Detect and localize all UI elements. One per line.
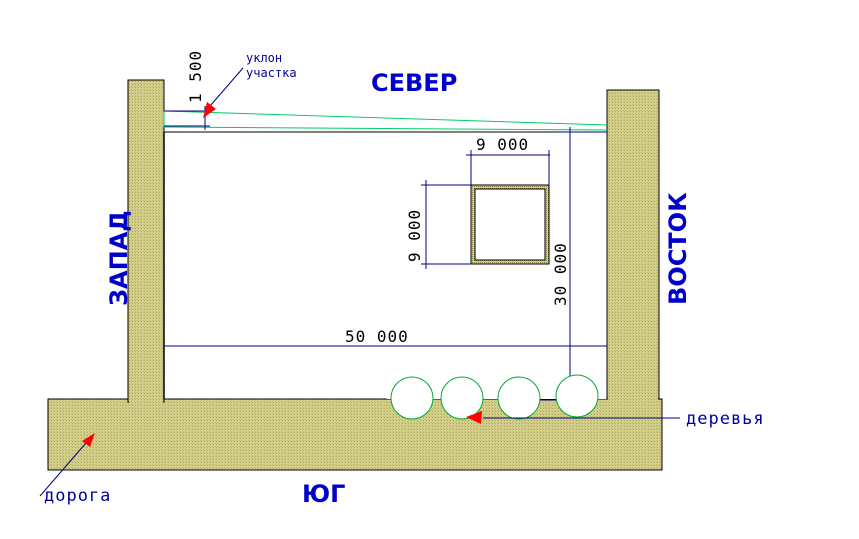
plot-depth-label: 30 000	[551, 242, 570, 306]
house-width-dimension	[466, 150, 550, 185]
house-width-label: 9 000	[476, 135, 529, 154]
trees-arrow-icon	[466, 411, 482, 424]
tree	[390, 376, 434, 420]
plot-area	[164, 132, 607, 399]
plot-width-label: 50 000	[345, 327, 409, 346]
road-arrow-icon	[82, 433, 95, 447]
north-label: СЕВЕР	[371, 69, 457, 97]
slope-leader	[209, 67, 244, 107]
house-depth-label: 9 000	[405, 209, 424, 262]
tree	[440, 376, 484, 420]
east-wall	[606, 89, 660, 421]
road-note: дорога	[44, 486, 111, 506]
south-road	[47, 398, 663, 471]
trees-note: деревья	[686, 409, 765, 429]
slope-note-line1: уклон	[246, 51, 282, 65]
slope-height-label: 1 500	[186, 50, 205, 103]
tree	[555, 374, 599, 418]
road-leader	[39, 442, 87, 497]
house-interior	[474, 188, 546, 261]
south-label: ЮГ	[302, 480, 345, 508]
west-wall	[127, 79, 165, 403]
trees	[390, 374, 599, 420]
slope-note-line2: участка	[246, 66, 297, 80]
tree	[497, 376, 541, 420]
slope-lines	[163, 110, 608, 131]
east-label: ВОСТОК	[664, 192, 692, 305]
slope-dimension	[164, 106, 210, 130]
house-depth-dimension	[421, 180, 471, 269]
west-label: ЗАПАД	[105, 210, 133, 306]
slope-arrow-icon	[203, 102, 216, 118]
